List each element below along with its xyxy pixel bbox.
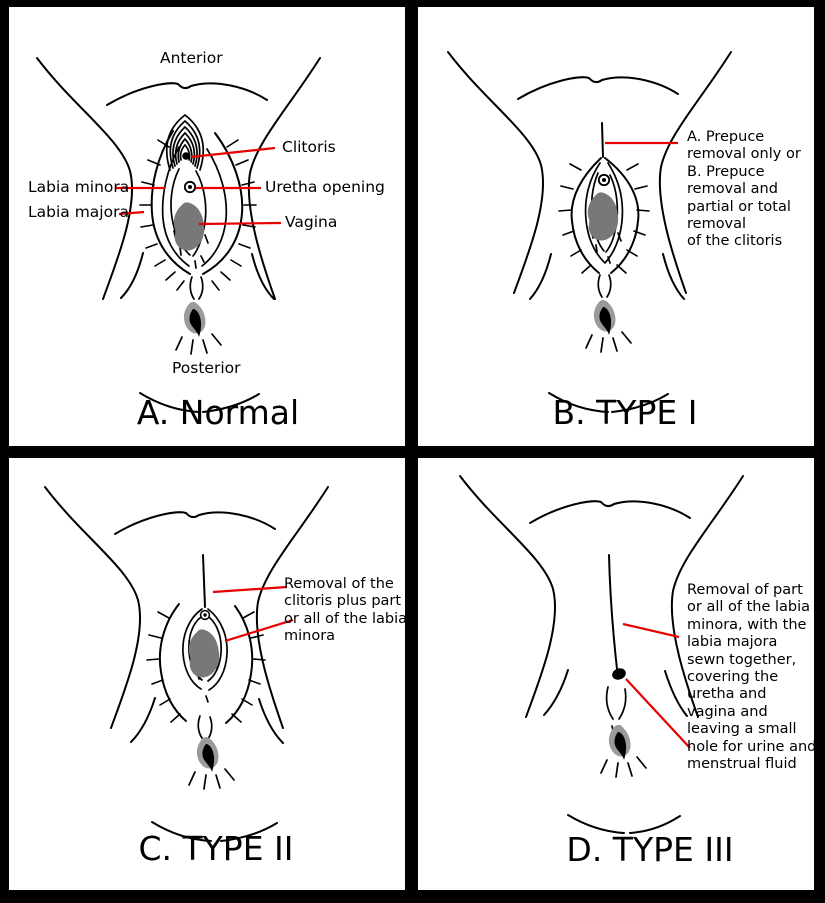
vaginal-opening-shape <box>587 192 619 241</box>
anus-shape <box>196 736 219 772</box>
cleft-line <box>202 554 206 608</box>
vaginal-opening-shape <box>173 202 205 251</box>
leader-line-clitoris-removal <box>212 585 288 594</box>
label-anterior: Anterior <box>160 49 223 67</box>
anus-radiating-lines <box>188 768 235 790</box>
panel-d-type-3: Removal of part or all of the labia mino… <box>418 458 814 890</box>
leader-line-small-hole <box>625 678 691 749</box>
flank-crease-lines <box>130 697 284 744</box>
label-clitoris: Clitoris <box>282 138 336 156</box>
flank-crease-lines <box>543 669 688 717</box>
panel-b-type-1: A. Prepuce removal only or B. Prepuce re… <box>418 7 814 446</box>
leader-lines <box>622 622 691 749</box>
buttock-crease-lines <box>567 814 681 834</box>
label-labia-majora: Labia majora <box>28 203 129 221</box>
labia-majora-edge <box>158 603 254 724</box>
labia-majora-hatching <box>558 163 650 274</box>
leader-line-clitoris <box>190 146 276 159</box>
anus-radiating-lines <box>600 756 647 778</box>
panel-c-illustration <box>44 486 329 842</box>
note-type-3: Removal of part or all of the labia mino… <box>687 582 814 773</box>
labia-majora-hatching <box>146 611 266 723</box>
anus-shape <box>593 299 616 335</box>
panel-a-illustration <box>36 57 321 413</box>
sewn-labia-line <box>608 554 618 670</box>
panel-a-title: A. Normal <box>136 393 300 432</box>
perineum-lines <box>189 276 204 300</box>
label-posterior: Posterior <box>172 359 241 377</box>
cleft-line <box>601 122 604 158</box>
panel-b-illustration <box>447 51 732 413</box>
panel-b-title: B. TYPE I <box>552 393 698 432</box>
perineum-lines <box>597 274 612 298</box>
label-vagina: Vagina <box>285 213 338 231</box>
panel-d-title: D. TYPE III <box>566 830 734 869</box>
urethra-opening-shape <box>199 609 211 621</box>
vaginal-opening-shape <box>188 629 220 678</box>
perineum-lines <box>197 715 213 740</box>
labia-majora-edge <box>150 130 244 275</box>
anus-radiating-lines <box>175 333 222 355</box>
flank-crease-lines <box>120 252 275 300</box>
anus-shape <box>183 301 206 337</box>
buttock-crease-lines <box>139 392 260 413</box>
leader-line-labia-removal <box>224 618 294 643</box>
urethra-opening-shape <box>183 180 197 194</box>
buttock-crease-lines <box>151 821 278 842</box>
leader-line-vagina <box>198 221 282 226</box>
anus-shape <box>608 724 631 760</box>
panel-c-title: C. TYPE II <box>138 829 294 868</box>
labia-majora-hatching <box>139 139 257 291</box>
label-urethra-opening: Uretha opening <box>265 178 385 196</box>
urethra-opening-shape <box>597 173 611 187</box>
panel-c-type-2: Removal of the clitoris plus part or all… <box>9 458 405 890</box>
panel-d-illustration <box>459 475 744 834</box>
clitoris-dot <box>182 152 190 160</box>
note-type-2: Removal of the clitoris plus part or all… <box>284 576 405 645</box>
anus-radiating-lines <box>585 331 632 353</box>
leader-line-sewn-labia <box>622 622 680 639</box>
panel-a-normal: Anterior Clitoris Labia minora Uretha op… <box>9 7 405 446</box>
flank-crease-lines <box>529 253 685 300</box>
label-labia-minora: Labia minora <box>28 178 130 196</box>
leader-lines <box>212 585 294 643</box>
small-hole-dot <box>612 668 626 680</box>
leader-line-labia-majora <box>118 210 145 216</box>
labia-majora-edge <box>570 157 640 274</box>
buttock-crease-lines <box>548 392 669 413</box>
leader-lines <box>116 146 282 226</box>
note-type-1: A. Prepuce removal only or B. Prepuce re… <box>687 129 801 250</box>
